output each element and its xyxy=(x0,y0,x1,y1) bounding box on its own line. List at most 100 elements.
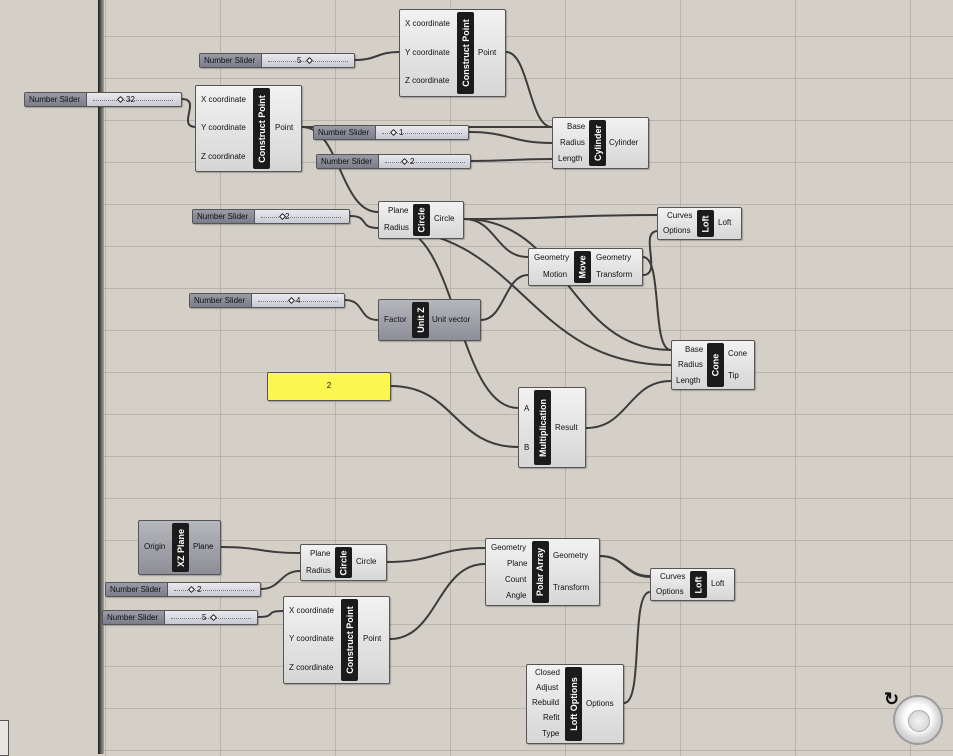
output-result[interactable]: Result xyxy=(555,423,578,432)
output-point[interactable]: Point xyxy=(275,123,294,132)
wire[interactable] xyxy=(585,380,672,429)
output-options[interactable]: Options xyxy=(586,699,614,708)
wire[interactable] xyxy=(390,385,519,448)
slider-knob[interactable] xyxy=(116,95,125,104)
slider-knob[interactable] xyxy=(209,613,218,622)
unit-z-component[interactable]: Factor Unit Z Unit vector xyxy=(378,299,481,341)
input-x-coordinate[interactable]: X coordinate xyxy=(289,606,334,615)
output-transform[interactable]: Transform xyxy=(596,270,633,279)
loft-component-1[interactable]: Curves Options Loft Loft xyxy=(657,207,742,240)
wire[interactable] xyxy=(181,98,197,128)
input-a[interactable]: A xyxy=(524,404,530,413)
output-point[interactable]: Point xyxy=(478,48,497,57)
number-slider-length-2[interactable]: Number Slider 2 xyxy=(316,154,471,169)
input-radius[interactable]: Radius xyxy=(384,223,409,232)
input-z-coordinate[interactable]: Z coordinate xyxy=(405,76,450,85)
output-geometry[interactable]: Geometry xyxy=(596,253,632,262)
slider-knob[interactable] xyxy=(389,128,398,137)
slider-rail[interactable] xyxy=(258,301,338,302)
input-b[interactable]: B xyxy=(524,443,530,452)
input-refit[interactable]: Refit xyxy=(543,713,560,722)
input-factor[interactable]: Factor xyxy=(384,315,407,324)
number-slider-bottom-5[interactable]: Number Slider 5 xyxy=(102,610,258,625)
output-cone[interactable]: Cone xyxy=(728,349,748,358)
wire[interactable] xyxy=(386,547,486,563)
input-plane[interactable]: Plane xyxy=(388,206,409,215)
input-length[interactable]: Length xyxy=(558,154,583,163)
input-y-coordinate[interactable]: Y coordinate xyxy=(289,634,334,643)
loft-component-2[interactable]: Curves Options Loft Loft xyxy=(650,568,735,601)
output-plane[interactable]: Plane xyxy=(193,542,214,551)
input-y-coordinate[interactable]: Y coordinate xyxy=(201,123,246,132)
wire[interactable] xyxy=(389,563,486,640)
cone-component[interactable]: Base Radius Length Cone Cone Tip xyxy=(671,340,755,390)
wire[interactable] xyxy=(623,591,651,704)
wire[interactable] xyxy=(468,131,553,144)
input-length[interactable]: Length xyxy=(676,376,701,385)
construct-point-component-3[interactable]: X coordinate Y coordinate Z coordinate C… xyxy=(283,596,390,684)
number-slider-circle-radius-2[interactable]: Number Slider 2 xyxy=(192,209,350,224)
input-y-coordinate[interactable]: Y coordinate xyxy=(405,48,450,57)
output-loft[interactable]: Loft xyxy=(718,218,732,227)
wire[interactable] xyxy=(463,214,659,220)
input-geometry[interactable]: Geometry xyxy=(491,543,527,552)
slider-rail[interactable] xyxy=(93,100,173,101)
output-tip[interactable]: Tip xyxy=(728,371,739,380)
number-slider-x-32[interactable]: Number Slider 32 xyxy=(24,92,182,107)
output-unit-vector[interactable]: Unit vector xyxy=(432,315,471,324)
wire[interactable] xyxy=(349,215,379,229)
navigation-wheel-icon[interactable] xyxy=(893,695,943,745)
input-x-coordinate[interactable]: X coordinate xyxy=(201,95,246,104)
input-plane[interactable]: Plane xyxy=(507,559,528,568)
input-x-coordinate[interactable]: X coordinate xyxy=(405,19,450,28)
input-curves[interactable]: Curves xyxy=(660,572,686,581)
input-options[interactable]: Options xyxy=(656,587,684,596)
slider-rail[interactable] xyxy=(261,217,341,218)
input-type[interactable]: Type xyxy=(542,729,560,738)
number-slider-factor-4[interactable]: Number Slider 4 xyxy=(189,293,345,308)
yellow-panel[interactable]: 2 xyxy=(267,372,391,401)
construct-point-component-2[interactable]: X coordinate Y coordinate Z coordinate C… xyxy=(195,85,302,172)
multiplication-component[interactable]: A B Multiplication Result xyxy=(518,387,586,468)
input-geometry[interactable]: Geometry xyxy=(534,253,570,262)
circle-component-1[interactable]: Plane Radius Circle Circle xyxy=(378,201,464,239)
input-radius[interactable]: Radius xyxy=(678,360,703,369)
output-point[interactable]: Point xyxy=(363,634,382,643)
slider-knob[interactable] xyxy=(400,157,409,166)
wire[interactable] xyxy=(642,230,659,276)
input-count[interactable]: Count xyxy=(505,575,527,584)
circle-component-2[interactable]: Plane Radius Circle Circle xyxy=(300,544,387,581)
xz-plane-component[interactable]: Origin XZ Plane Plane xyxy=(138,520,221,575)
slider-rail[interactable] xyxy=(385,162,465,163)
cylinder-component[interactable]: Base Radius Length Cylinder Cylinder xyxy=(552,117,649,169)
input-angle[interactable]: Angle xyxy=(506,591,527,600)
slider-knob[interactable] xyxy=(305,56,314,65)
output-cylinder[interactable]: Cylinder xyxy=(609,138,639,147)
input-options[interactable]: Options xyxy=(663,226,691,235)
move-component[interactable]: Geometry Motion Move Geometry Transform xyxy=(528,248,643,286)
number-slider-bottom-2[interactable]: Number Slider 2 xyxy=(105,582,261,597)
polar-array-component[interactable]: Geometry Plane Count Polar Array Angle G… xyxy=(485,538,600,606)
output-transform[interactable]: Transform xyxy=(553,583,590,592)
number-slider-top-5[interactable]: Number Slider 5 xyxy=(199,53,355,68)
navigation-arrow-icon[interactable]: ↻ xyxy=(884,689,900,709)
wire[interactable] xyxy=(257,610,284,618)
wire[interactable] xyxy=(354,51,400,61)
wire[interactable] xyxy=(470,158,553,162)
input-base[interactable]: Base xyxy=(685,345,704,354)
input-origin[interactable]: Origin xyxy=(144,542,166,551)
slider-knob[interactable] xyxy=(287,296,296,305)
input-rebuild[interactable]: Rebuild xyxy=(532,698,560,707)
input-base[interactable]: Base xyxy=(567,122,586,131)
construct-point-component-1[interactable]: X coordinate Y coordinate Z coordinate C… xyxy=(399,9,506,97)
input-radius[interactable]: Radius xyxy=(560,138,585,147)
output-loft[interactable]: Loft xyxy=(711,579,725,588)
slider-rail[interactable] xyxy=(174,590,254,591)
output-geometry[interactable]: Geometry xyxy=(553,551,589,560)
input-closed[interactable]: Closed xyxy=(535,668,560,677)
slider-knob[interactable] xyxy=(187,585,196,594)
slider-rail[interactable] xyxy=(382,133,462,134)
input-motion[interactable]: Motion xyxy=(543,270,568,279)
wire[interactable] xyxy=(480,274,529,321)
number-slider-radius-1[interactable]: Number Slider 1 xyxy=(313,125,469,140)
